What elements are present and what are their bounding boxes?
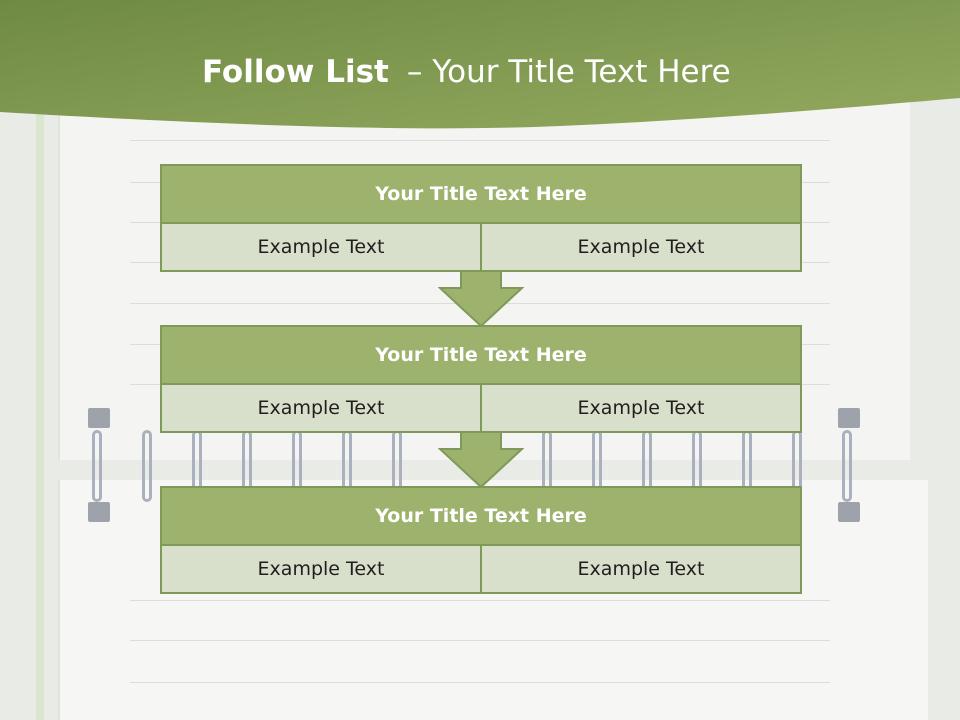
follow-block-3: Your Title Text Here Example Text Exampl… <box>160 486 802 594</box>
notebook-edge <box>36 100 44 720</box>
spiral-ring <box>842 430 852 502</box>
block-cell: Example Text <box>480 224 800 270</box>
header-wave <box>0 0 960 129</box>
title-bold: Follow List <box>202 54 389 90</box>
title-separator: – <box>406 54 423 90</box>
spiral-clip <box>838 408 860 428</box>
block-title: Your Title Text Here <box>162 327 800 385</box>
block-row: Example Text Example Text <box>162 546 800 592</box>
spiral-clip <box>88 502 110 522</box>
arrow-down-icon <box>438 270 524 328</box>
title-subtitle: Your Title Text Here <box>432 54 731 90</box>
block-cell: Example Text <box>162 385 480 431</box>
page-title: Follow List – Your Title Text Here <box>202 54 731 98</box>
follow-block-2: Your Title Text Here Example Text Exampl… <box>160 325 802 433</box>
rule-line <box>130 140 830 141</box>
rule-line <box>130 640 830 641</box>
block-cell: Example Text <box>162 224 480 270</box>
rule-line <box>130 600 830 601</box>
spiral-ring <box>142 430 152 502</box>
block-cell: Example Text <box>162 546 480 592</box>
block-cell: Example Text <box>480 546 800 592</box>
rule-line <box>130 682 830 683</box>
header-band: Follow List – Your Title Text Here <box>0 0 960 140</box>
spiral-clip <box>838 502 860 522</box>
spiral-clip <box>88 408 110 428</box>
block-title: Your Title Text Here <box>162 488 800 546</box>
block-title: Your Title Text Here <box>162 166 800 224</box>
block-cell: Example Text <box>480 385 800 431</box>
block-row: Example Text Example Text <box>162 385 800 431</box>
arrow-down-icon <box>438 431 524 489</box>
block-row: Example Text Example Text <box>162 224 800 270</box>
spiral-ring <box>92 430 102 502</box>
follow-block-1: Your Title Text Here Example Text Exampl… <box>160 164 802 272</box>
